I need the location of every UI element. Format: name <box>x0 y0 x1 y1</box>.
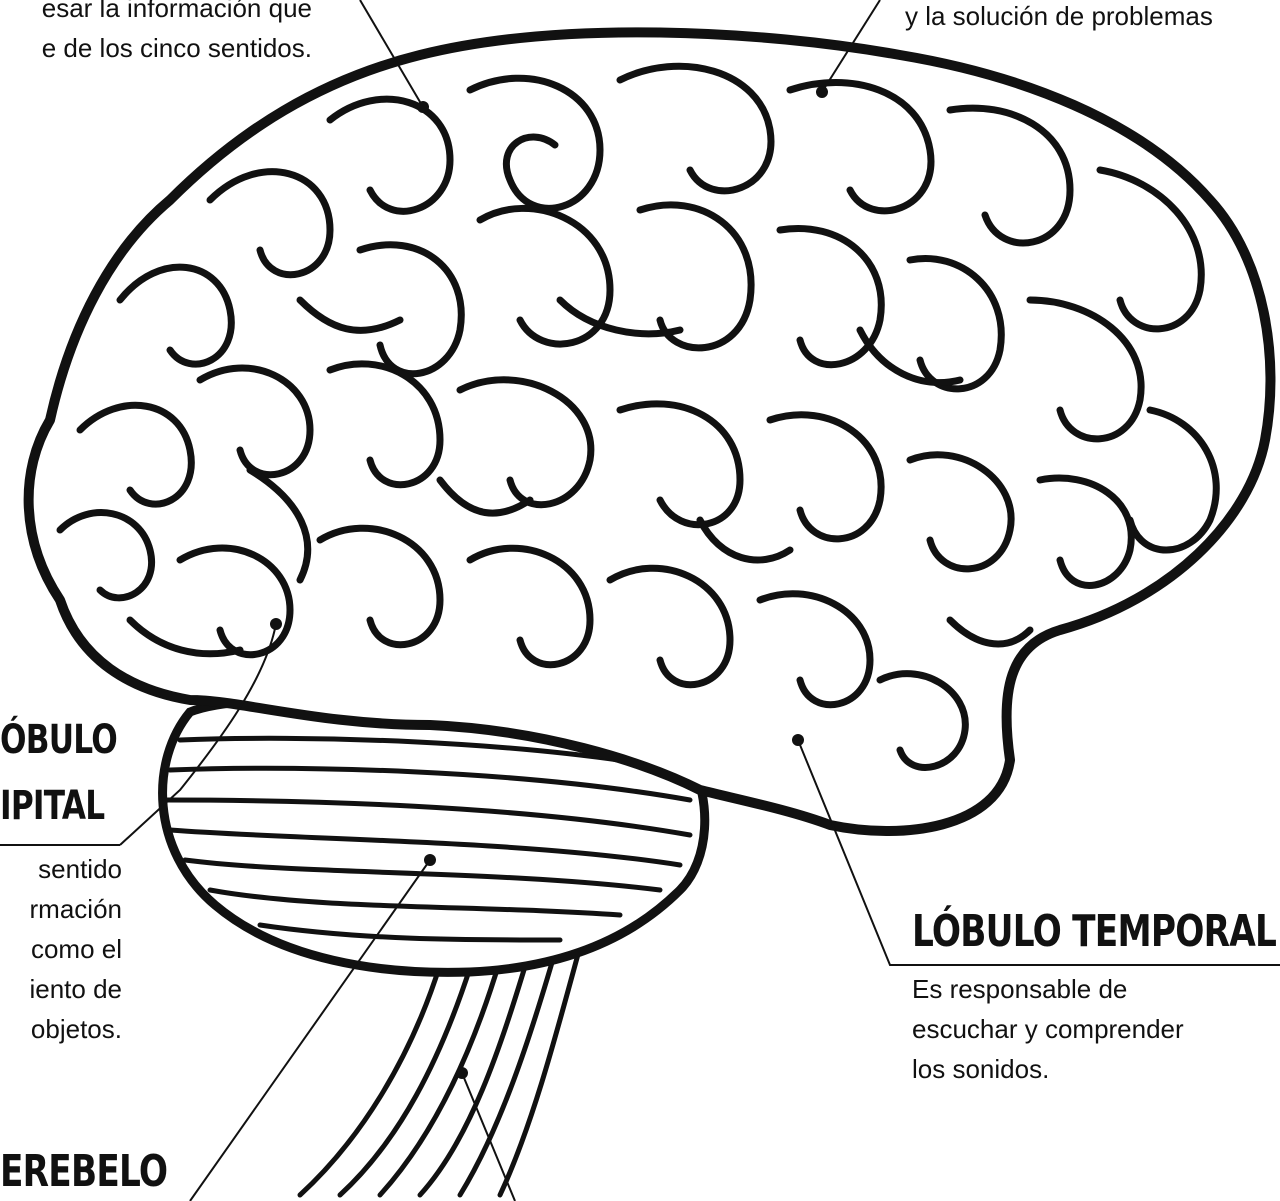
parietal-description-line-2: e de los cinco sentidos. <box>0 32 312 64</box>
occipital-description-line-2: rmación <box>2 893 122 925</box>
parietal-description-line-1: esar la información que <box>0 0 312 24</box>
temporal-description-line-2: escuchar y comprender <box>912 1013 1272 1045</box>
occipital-description-line-3: como el <box>2 933 122 965</box>
occipital-title-line-2: IPITAL <box>0 784 104 828</box>
frontal-description-line-1: y la solución de problemas <box>905 0 1280 32</box>
temporal-description-line-3: los sonidos. <box>912 1053 1272 1085</box>
occipital-description-line-1: sentido <box>2 853 122 885</box>
occipital-title-line-1: ÓBULO <box>0 718 117 762</box>
cerebellum-title: EREBELO <box>0 1150 167 1194</box>
occipital-description-line-5: objetos. <box>2 1013 122 1045</box>
occipital-description-line-4: iento de <box>2 973 122 1005</box>
temporal-description-line-1: Es responsable de <box>912 973 1272 1005</box>
temporal-title: LÓBULO TEMPORAL <box>912 910 1276 954</box>
